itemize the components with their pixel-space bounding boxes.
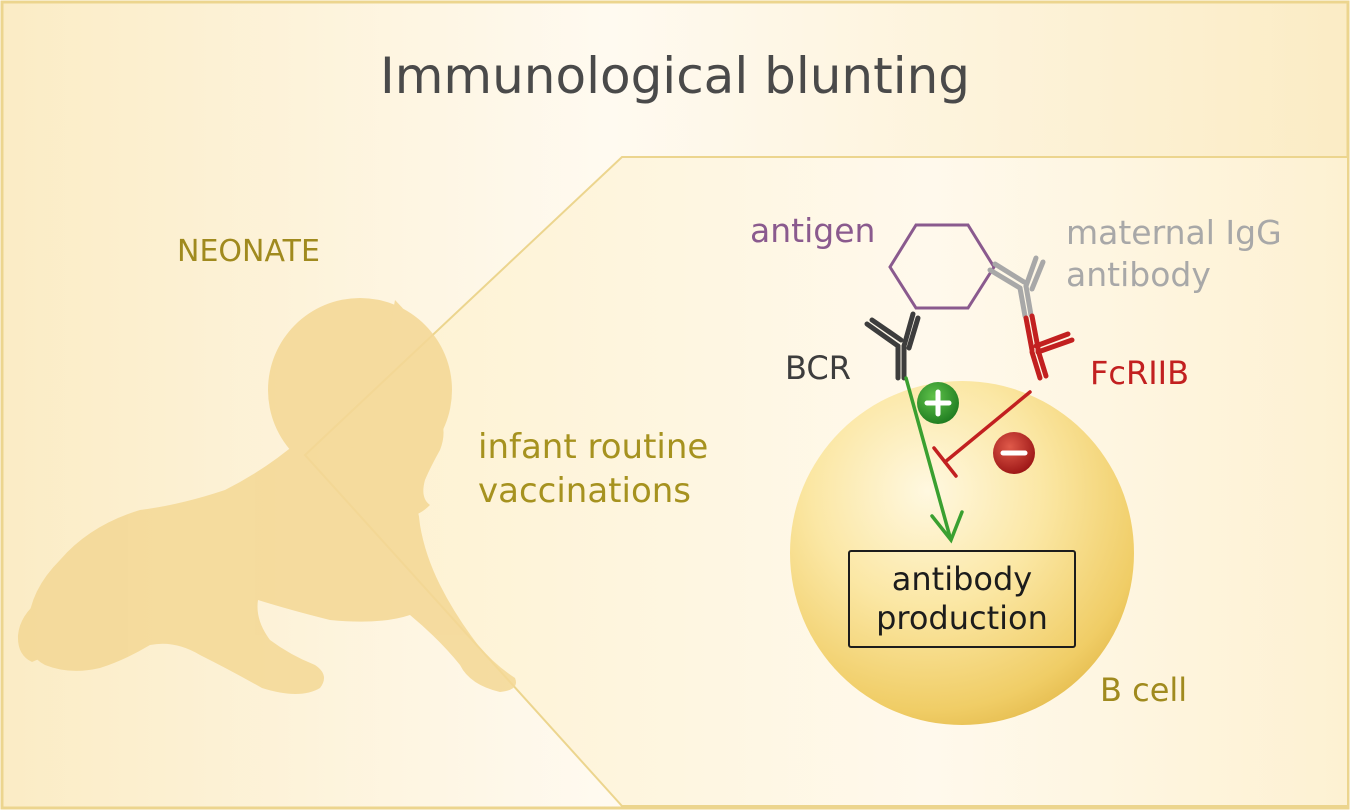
antigen-label: antigen bbox=[750, 211, 876, 250]
vaccinations-label-line2: vaccinations bbox=[478, 471, 692, 512]
vaccinations-label: infant routine vaccinations bbox=[478, 425, 708, 513]
fcriib-receptor bbox=[1023, 313, 1075, 381]
vaccinations-label-line1: infant routine bbox=[478, 427, 709, 467]
plus-circle-icon bbox=[917, 382, 959, 424]
maternal-igg-label-line1: maternal IgG bbox=[1066, 213, 1282, 252]
baby-silhouette bbox=[17, 298, 516, 694]
fcriib-label: FcRIIB bbox=[1090, 354, 1190, 392]
minus-circle-icon bbox=[993, 432, 1035, 474]
production-label-line1: antibody bbox=[891, 559, 1033, 598]
bcr-label: BCR bbox=[785, 349, 851, 387]
maternal-igg-label: maternal IgG antibody bbox=[1066, 212, 1282, 296]
b-cell bbox=[790, 381, 1134, 725]
diagram-title: Immunological blunting bbox=[379, 47, 971, 105]
maternal-igg-label-line2: antibody bbox=[1066, 255, 1211, 295]
inhibition-arrow bbox=[932, 390, 1032, 478]
maternal-igg-antibody bbox=[987, 255, 1046, 319]
activation-arrow bbox=[904, 376, 964, 544]
b-cell-label: B cell bbox=[1100, 671, 1188, 709]
production-label-line2: production bbox=[876, 599, 1048, 637]
antigen-hexagon bbox=[888, 223, 996, 310]
neonate-label: NEONATE bbox=[177, 234, 320, 269]
bcr-receptor bbox=[864, 311, 921, 381]
antibody-production-box: antibody production bbox=[848, 550, 1076, 648]
